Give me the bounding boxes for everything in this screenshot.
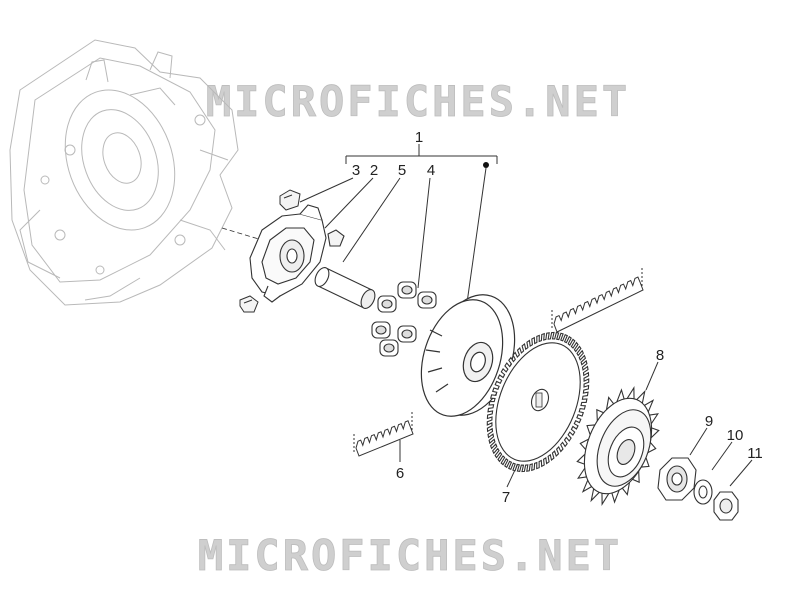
leader-lines — [299, 167, 753, 488]
part-9-hub — [657, 457, 697, 501]
callout-5: 5 — [398, 162, 406, 179]
part-6-drive-belt-upper — [551, 268, 644, 333]
callout-3: 3 — [352, 162, 360, 179]
fan-fin — [626, 385, 635, 400]
callout-7: 7 — [502, 489, 510, 506]
part-6-drive-belt-lower — [353, 412, 414, 457]
group-1-bracket — [345, 144, 498, 164]
part-10-washer — [693, 479, 713, 505]
part-5-sleeve — [314, 229, 376, 309]
part-3-slider-clip — [239, 189, 301, 313]
part-2-ramp-plate — [249, 204, 327, 303]
watermark-bottom: MICROFICHES.NET — [198, 531, 622, 580]
callout-10: 10 — [727, 427, 744, 444]
callout-9: 9 — [705, 413, 713, 430]
engine-crankcase-ghost — [9, 39, 239, 306]
part-4-roller-weights — [371, 281, 437, 357]
callout-4: 4 — [427, 162, 435, 179]
callout-6: 6 — [396, 465, 404, 482]
callout-2: 2 — [370, 162, 378, 179]
group-1-bullet — [483, 162, 489, 168]
fan-fin — [601, 492, 610, 507]
belt-cog-strip — [355, 420, 414, 457]
part-7-starter-ring-gear — [486, 331, 590, 473]
callout-11: 11 — [747, 445, 763, 462]
callout-8: 8 — [656, 347, 664, 364]
part-11-nut — [713, 491, 739, 521]
shaft-centerline — [221, 227, 263, 241]
callout-1: 1 — [415, 129, 423, 146]
pulley-half — [420, 294, 516, 417]
watermark-top: MICROFICHES.NET — [206, 77, 630, 126]
part-8-fan-pulley — [576, 385, 660, 507]
belt-cog-strip — [553, 276, 644, 333]
